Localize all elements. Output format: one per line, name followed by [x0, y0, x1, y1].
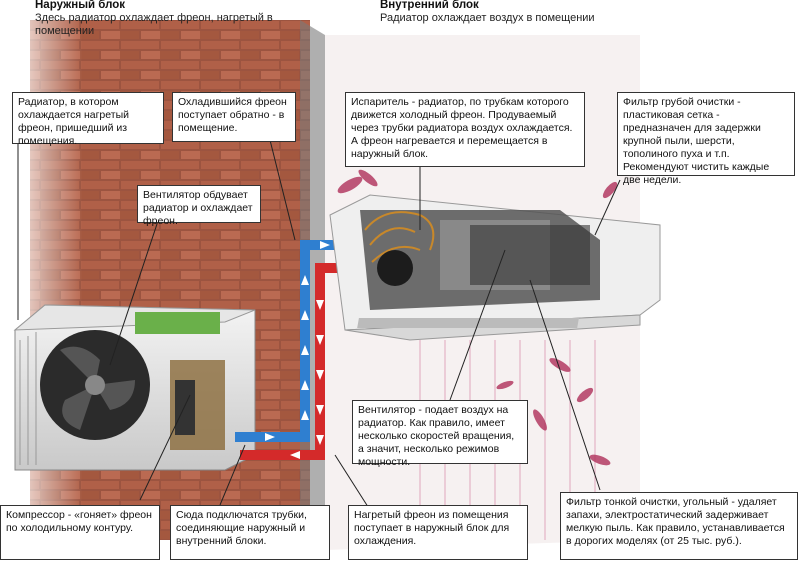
indoor-fan-icon — [377, 250, 413, 286]
outdoor-title: Наружный блок — [35, 0, 126, 11]
indoor-header: Внутренний блок Радиатор охлаждает возду… — [380, 0, 660, 25]
callout-indoor-fan: Вентилятор - подает воздух на радиатор. … — [352, 400, 528, 468]
outdoor-header: Наружный блок Здесь радиатор охлаждает ф… — [35, 0, 315, 38]
callout-pipes: Сюда подключатся трубки, соединяющие нар… — [170, 505, 330, 560]
callout-outdoor-fan: Вентилятор обдувает радиатор и охлаждает… — [137, 185, 261, 227]
refrigerant-pipes — [235, 240, 350, 460]
indoor-unit — [329, 194, 661, 341]
callout-coarse-filter: Фильтр грубой очистки - пластиковая сетк… — [617, 92, 795, 186]
indoor-title: Внутренний блок — [380, 0, 479, 11]
callout-evaporator: Испаритель - радиатор, по трубкам которо… — [345, 92, 585, 167]
leaf-pattern — [337, 169, 618, 466]
callout-compressor: Компрессор - «гоняет» фреон по холодильн… — [0, 505, 160, 560]
callout-radiator: Радиатор, в котором охлаждается нагретый… — [12, 92, 164, 147]
outdoor-unit — [13, 304, 256, 471]
callout-heated-freon: Нагретый фреон из помещения поступает в … — [348, 505, 528, 560]
callout-cooled-freon: Охладившийся фреон поступает обратно - в… — [172, 92, 296, 142]
callout-fine-filter: Фильтр тонкой очистки, угольный - удаляе… — [560, 492, 798, 560]
outdoor-subtitle: Здесь радиатор охлаждает фреон, нагретый… — [35, 12, 273, 37]
leader-lines — [17, 120, 621, 511]
indoor-subtitle: Радиатор охлаждает воздух в помещении — [380, 12, 595, 24]
